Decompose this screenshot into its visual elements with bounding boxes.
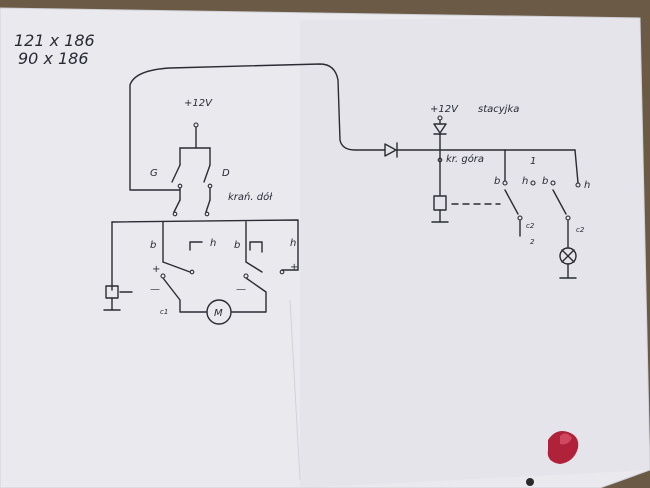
relay-tag: c1: [160, 308, 168, 316]
loop-diode: [384, 143, 397, 157]
mid-minus: —: [236, 284, 246, 295]
right-contact-h: h: [290, 238, 296, 249]
left-nc-terminal: [189, 269, 195, 275]
number-1: 1: [530, 156, 536, 167]
left-contact-b: b: [150, 240, 156, 251]
right-changeover-blade: [245, 261, 263, 273]
left-contact-h-bracket: [189, 241, 203, 251]
note-line-1: 121 x 186: [14, 31, 95, 50]
left-plus: +: [152, 264, 160, 275]
right-supply-note: stacyjka: [478, 104, 519, 115]
contact-h1-terminal: [530, 180, 536, 186]
motor-wire-left: [162, 277, 207, 313]
right-contact-b: b: [234, 240, 240, 251]
upper-limit-label: kr. góra: [446, 153, 484, 165]
limit-d-blade: [205, 199, 211, 213]
upper-limit-contact: [437, 157, 443, 163]
left-changeover-blade: [162, 261, 191, 273]
contact-h2: h: [584, 180, 590, 191]
small-dark-spot: [526, 478, 534, 486]
switch-g-label: G: [150, 168, 158, 179]
right-contact-h-bracket: [249, 241, 263, 253]
motor-label: M: [214, 308, 223, 319]
paper-fold: [289, 299, 301, 481]
contact-h2-wire: [574, 149, 579, 184]
red-stain-highlight: [560, 433, 572, 445]
number-2: 2: [530, 238, 535, 246]
c2-label-b: c2: [576, 226, 585, 234]
motor-wire-right: [231, 277, 267, 313]
right-circuit: +12V stacyjka kr. góra 1 2 b h c2 b h: [384, 104, 590, 279]
limit-d-contact: [204, 211, 210, 217]
right-plus: +: [290, 262, 298, 273]
note-line-2: 90 x 186: [18, 49, 89, 68]
switch-1-blade: [504, 189, 519, 215]
motor: [206, 299, 232, 325]
switch-d-blade: [203, 164, 211, 183]
left-supply-label: +12V: [184, 98, 213, 109]
switch-2-blade: [552, 189, 567, 215]
lamp-cross-2: [561, 249, 575, 263]
contact-h1: h: [522, 176, 528, 187]
loop-wire: [129, 63, 386, 191]
paper-edge: [0, 7, 650, 488]
switch-d-label: D: [222, 168, 230, 179]
distribution-bus: [111, 219, 299, 271]
column-diode: [433, 123, 447, 134]
left-minus: —: [150, 284, 160, 295]
limit-g-contact: [172, 211, 178, 217]
left-contact-h: h: [210, 238, 216, 249]
contact-b2-terminal: [550, 180, 556, 186]
right-supply-label: +12V: [430, 104, 459, 115]
limit-switch-label: krań. dół: [228, 191, 273, 203]
c2-label-a: c2: [526, 222, 535, 230]
paper-sheet: [0, 8, 650, 488]
contact-b2: b: [542, 176, 548, 187]
paper-shade: [300, 18, 650, 488]
switch-g-blade: [171, 164, 181, 183]
left-circuit: +12V G D krań. dół b h: [103, 63, 386, 325]
contact-b1: b: [494, 176, 500, 187]
limit-g-blade: [173, 199, 181, 213]
